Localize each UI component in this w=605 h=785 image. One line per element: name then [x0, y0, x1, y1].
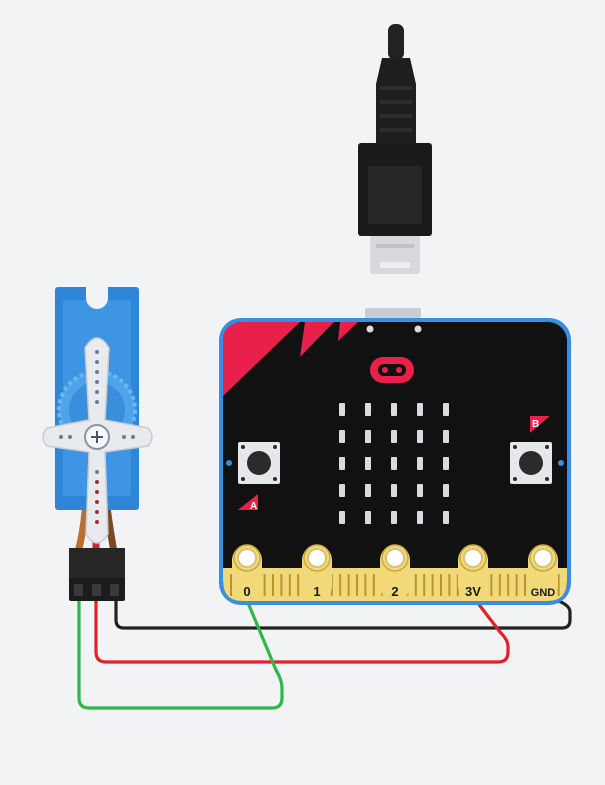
usb-cable-wire — [388, 24, 404, 60]
pin-gnd[interactable]: GND — [528, 544, 558, 601]
led-3-3 — [417, 484, 423, 497]
button-a[interactable] — [238, 442, 280, 484]
led-3-0 — [339, 484, 345, 497]
button-b-label: B — [532, 419, 539, 430]
pin-hole — [463, 548, 483, 568]
wires — [77, 595, 572, 710]
led-0-2 — [391, 403, 397, 416]
button-a-label: A — [250, 501, 257, 512]
pin-hole — [385, 548, 405, 568]
led-0-1 — [365, 403, 371, 416]
connector-pin-ground — [110, 584, 119, 596]
pin-label: GND — [531, 587, 556, 599]
servo-motor-icon[interactable] — [42, 287, 153, 553]
microbit-board[interactable]: A B 0 1 2 3V GND — [219, 308, 571, 605]
connector-pin-signal — [74, 584, 83, 596]
board-pins: 0 1 2 3V GND — [232, 544, 558, 601]
led-2-4 — [443, 457, 449, 470]
led-1-1 — [365, 430, 371, 443]
led-2-3 — [417, 457, 423, 470]
wire-ground[interactable] — [114, 595, 572, 630]
led-4-2 — [391, 511, 397, 524]
pin-3v[interactable]: 3V — [458, 544, 488, 601]
wire-signal[interactable] — [77, 595, 284, 710]
pin-label: 3V — [465, 584, 481, 599]
button-b-badge — [530, 416, 550, 433]
usb-metal-tip — [370, 236, 420, 274]
pin-hole — [307, 548, 327, 568]
led-4-1 — [365, 511, 371, 524]
pin-hole — [237, 548, 257, 568]
usb-cable-icon[interactable] — [358, 24, 432, 274]
led-2-1 — [365, 457, 371, 470]
led-3-1 — [365, 484, 371, 497]
led-4-0 — [339, 511, 345, 524]
board-accent-corner — [223, 322, 300, 396]
led-1-3 — [417, 430, 423, 443]
pin-0[interactable]: 0 — [232, 544, 262, 601]
led-3-4 — [443, 484, 449, 497]
led-0-0 — [339, 403, 345, 416]
led-matrix — [339, 403, 449, 524]
pin-1[interactable]: 1 — [302, 544, 332, 601]
led-0-4 — [443, 403, 449, 416]
button-b[interactable] — [510, 442, 552, 484]
pin-label: 1 — [313, 584, 320, 599]
pin-label: 2 — [391, 584, 398, 599]
led-2-0 — [339, 457, 345, 470]
led-1-0 — [339, 430, 345, 443]
board-usb-port — [365, 308, 421, 318]
servo-horn-holes — [59, 350, 135, 524]
led-3-2 — [391, 484, 397, 497]
wire-power[interactable] — [94, 595, 510, 664]
led-1-4 — [443, 430, 449, 443]
connector-pin-power — [92, 584, 101, 596]
pin-label: 0 — [243, 584, 250, 599]
led-4-3 — [417, 511, 423, 524]
led-0-3 — [417, 403, 423, 416]
led-4-4 — [443, 511, 449, 524]
pin-2[interactable]: 2 — [380, 544, 410, 601]
button-a-badge — [238, 494, 258, 510]
led-2-2 — [391, 457, 397, 470]
led-1-2 — [391, 430, 397, 443]
pin-hole — [533, 548, 553, 568]
servo-connector-icon[interactable] — [69, 548, 125, 601]
